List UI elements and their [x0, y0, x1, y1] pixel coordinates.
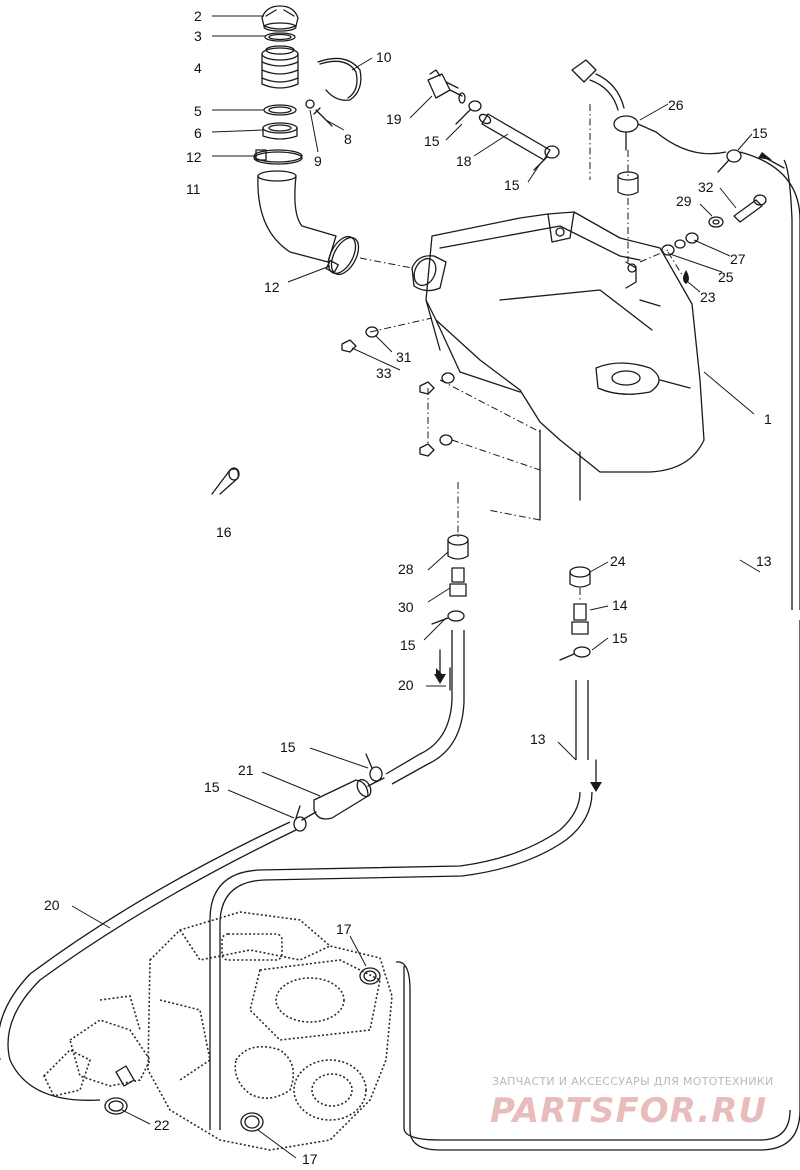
grommet-24: [569, 566, 591, 588]
callout-2: 2: [194, 8, 202, 24]
washer-27: [674, 232, 699, 249]
callout-20-lower: 20: [44, 897, 60, 913]
callout-13-right: 13: [756, 553, 772, 569]
callout-21: 21: [238, 762, 254, 778]
callout-29: 29: [676, 193, 692, 209]
clip-15-f: [365, 753, 383, 782]
callout-22: 22: [154, 1117, 170, 1133]
nut-33: [341, 339, 435, 457]
cap-o-ring: [264, 32, 296, 42]
callout-17-upper: 17: [336, 921, 352, 937]
fitting-30: [449, 567, 467, 597]
callout-15-b: 15: [504, 177, 520, 193]
watermark-caption: ЗАПЧАСТИ И АКСЕССУАРЫ ДЛЯ МОТОТЕХНИКИ: [492, 1075, 774, 1088]
callout-18: 18: [456, 153, 472, 169]
clip-15-g: [293, 805, 307, 832]
callout-28: 28: [398, 561, 414, 577]
callout-24: 24: [610, 553, 626, 569]
callout-25: 25: [718, 269, 734, 285]
callout-15-d: 15: [400, 637, 416, 653]
vent-tether-loop: [317, 57, 362, 101]
filler-neck: [261, 45, 299, 89]
callout-6: 6: [194, 125, 202, 141]
pump-nipple: [115, 1065, 135, 1087]
neck-gasket: [263, 104, 297, 116]
watermark-logo: PARTSFOR.RU: [490, 1091, 767, 1131]
gear-clamp-lower: [325, 235, 360, 276]
grommet-28: [447, 534, 469, 560]
callout-13-middle: 13: [530, 731, 546, 747]
callout-31: 31: [396, 349, 412, 365]
callout-5: 5: [194, 103, 202, 119]
fitting-14: [571, 603, 589, 635]
clip-15-c: [717, 149, 742, 173]
tie-wrap-16: [211, 467, 240, 495]
callout-labels: 2 3 4 5 6 12 11 10 9 8 19 15 18 15 26 15…: [44, 8, 772, 1167]
rivet-8: [313, 107, 333, 127]
fuel-filter-21: [301, 777, 385, 821]
engine-outline: [43, 911, 393, 1151]
callout-10: 10: [376, 49, 392, 65]
callout-1: 1: [764, 411, 772, 427]
seal-29: [708, 216, 724, 228]
screw-32: [733, 194, 767, 223]
callout-17-lower: 17: [302, 1151, 318, 1167]
callout-12-lower: 12: [264, 279, 280, 295]
callout-27: 27: [730, 251, 746, 267]
callout-15-c: 15: [752, 125, 768, 141]
grommet-top: [617, 171, 639, 196]
callout-14: 14: [612, 597, 628, 613]
clamp-22: [104, 1097, 128, 1115]
sensor-26: [571, 59, 657, 151]
nut-25: [661, 244, 675, 256]
callout-9: 9: [314, 153, 322, 169]
callout-23: 23: [700, 289, 716, 305]
leader-lines: [71, 15, 761, 1159]
callout-15-g: 15: [204, 779, 220, 795]
callout-15-a: 15: [424, 133, 440, 149]
callout-20-upper: 20: [398, 677, 414, 693]
small-washer-9: [305, 99, 315, 109]
callout-19: 19: [386, 111, 402, 127]
callout-11: 11: [186, 181, 201, 197]
filler-hose: [257, 170, 337, 263]
callout-3: 3: [194, 28, 202, 44]
gear-clamp-upper: [253, 149, 303, 165]
clip-15-e: [559, 646, 591, 661]
washer-31: [365, 326, 455, 446]
clip-15-d: [431, 610, 465, 625]
fuel-tank: [411, 211, 705, 521]
callout-33: 33: [376, 365, 392, 381]
callout-26: 26: [668, 97, 684, 113]
callout-15-e: 15: [612, 630, 628, 646]
callout-8: 8: [344, 131, 352, 147]
vent-hose-18: [478, 113, 551, 161]
callout-12-upper: 12: [186, 149, 202, 165]
check-valve-19: [427, 69, 466, 104]
neck-nut: [262, 122, 298, 140]
callout-30: 30: [398, 599, 414, 615]
callout-4: 4: [194, 60, 202, 76]
clip-15-b: [533, 145, 560, 171]
callout-15-f: 15: [280, 739, 296, 755]
callout-16: 16: [216, 524, 232, 540]
clamp-17-a: [359, 967, 381, 985]
drop-23: [683, 270, 689, 284]
fuel-cap: [261, 5, 299, 32]
clamp-17-b: [240, 1112, 264, 1132]
clip-15-a: [455, 100, 482, 125]
callout-32: 32: [698, 179, 714, 195]
